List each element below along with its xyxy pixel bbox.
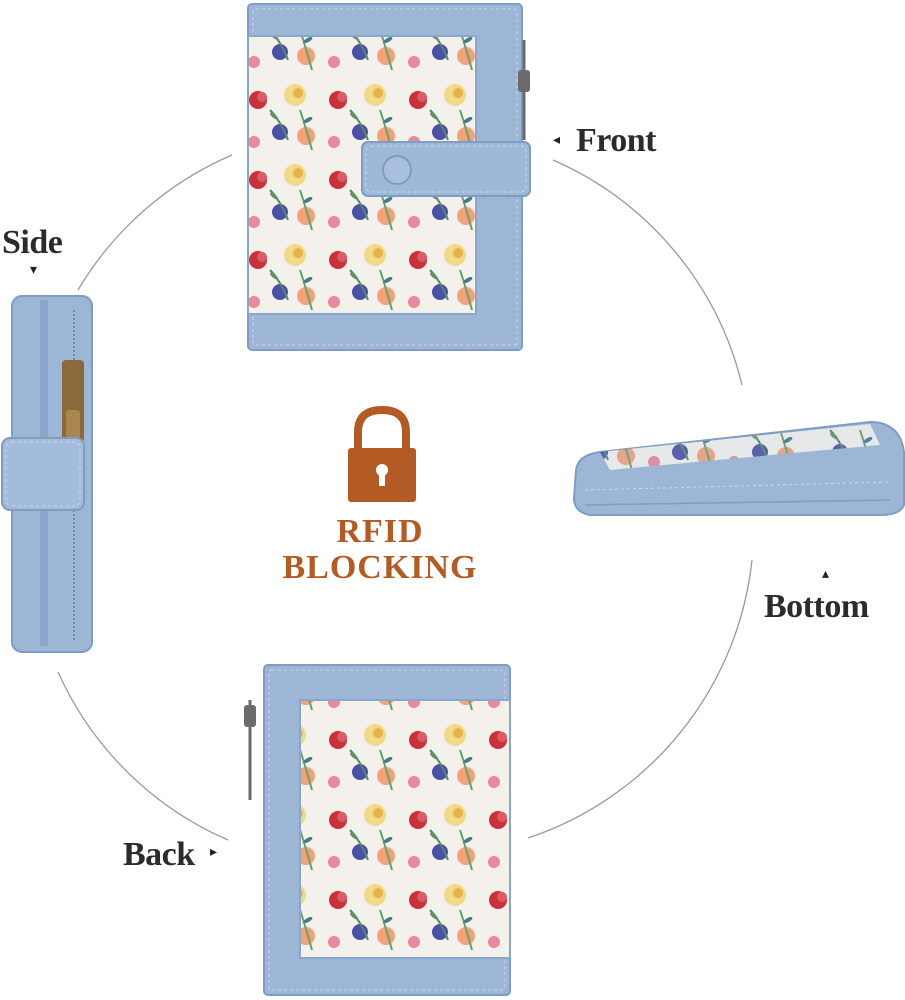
wallet-back bbox=[244, 664, 511, 996]
front-arrow: ◂ bbox=[553, 133, 561, 148]
rfid-line-2: BLOCKING bbox=[282, 549, 478, 586]
label-back: Back bbox=[123, 836, 195, 873]
wallet-front bbox=[247, 3, 531, 351]
back-arrow: ▸ bbox=[210, 845, 218, 860]
padlock-icon bbox=[348, 405, 416, 502]
wallet-side bbox=[1, 295, 93, 653]
wallet-bottom bbox=[572, 420, 905, 516]
side-arrow: ▾ bbox=[30, 263, 38, 278]
label-side: Side bbox=[2, 224, 63, 261]
connector-arcs bbox=[57, 154, 753, 841]
label-bottom: Bottom bbox=[764, 588, 869, 625]
rfid-line-1: RFID bbox=[336, 513, 424, 550]
bottom-arrow: ▴ bbox=[822, 567, 830, 582]
label-front: Front bbox=[576, 122, 656, 159]
